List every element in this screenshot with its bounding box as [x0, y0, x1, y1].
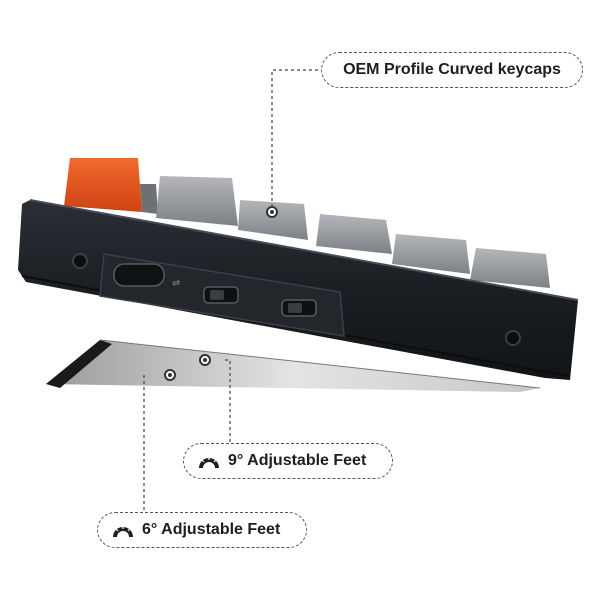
- keycap: [470, 248, 550, 288]
- port-panel: ⇌: [99, 253, 345, 337]
- callout-label: 9° Adjustable Feet: [228, 452, 367, 469]
- protractor-icon: [113, 525, 133, 537]
- keycap: [238, 200, 308, 240]
- callout-label: 6° Adjustable Feet: [142, 521, 281, 538]
- callout-9-degree-feet: 9° Adjustable Feet: [183, 443, 393, 479]
- callout-keycaps: OEM Profile Curved keycaps: [321, 52, 583, 88]
- keycap-orange: [64, 158, 142, 212]
- keycap: [392, 234, 470, 274]
- keycap: [156, 176, 238, 226]
- callout-label: OEM Profile Curved keycaps: [343, 61, 561, 78]
- screw: [72, 253, 88, 269]
- keycaps: [64, 158, 550, 288]
- keycap: [140, 184, 158, 214]
- usb-c-port: [113, 263, 165, 287]
- keycap: [316, 214, 392, 254]
- callout-6-degree-feet: 6° Adjustable Feet: [97, 512, 307, 548]
- screw: [505, 330, 521, 346]
- protractor-icon: [199, 456, 219, 468]
- leader-lines: [143, 69, 321, 512]
- usb-icon: ⇌: [172, 278, 180, 289]
